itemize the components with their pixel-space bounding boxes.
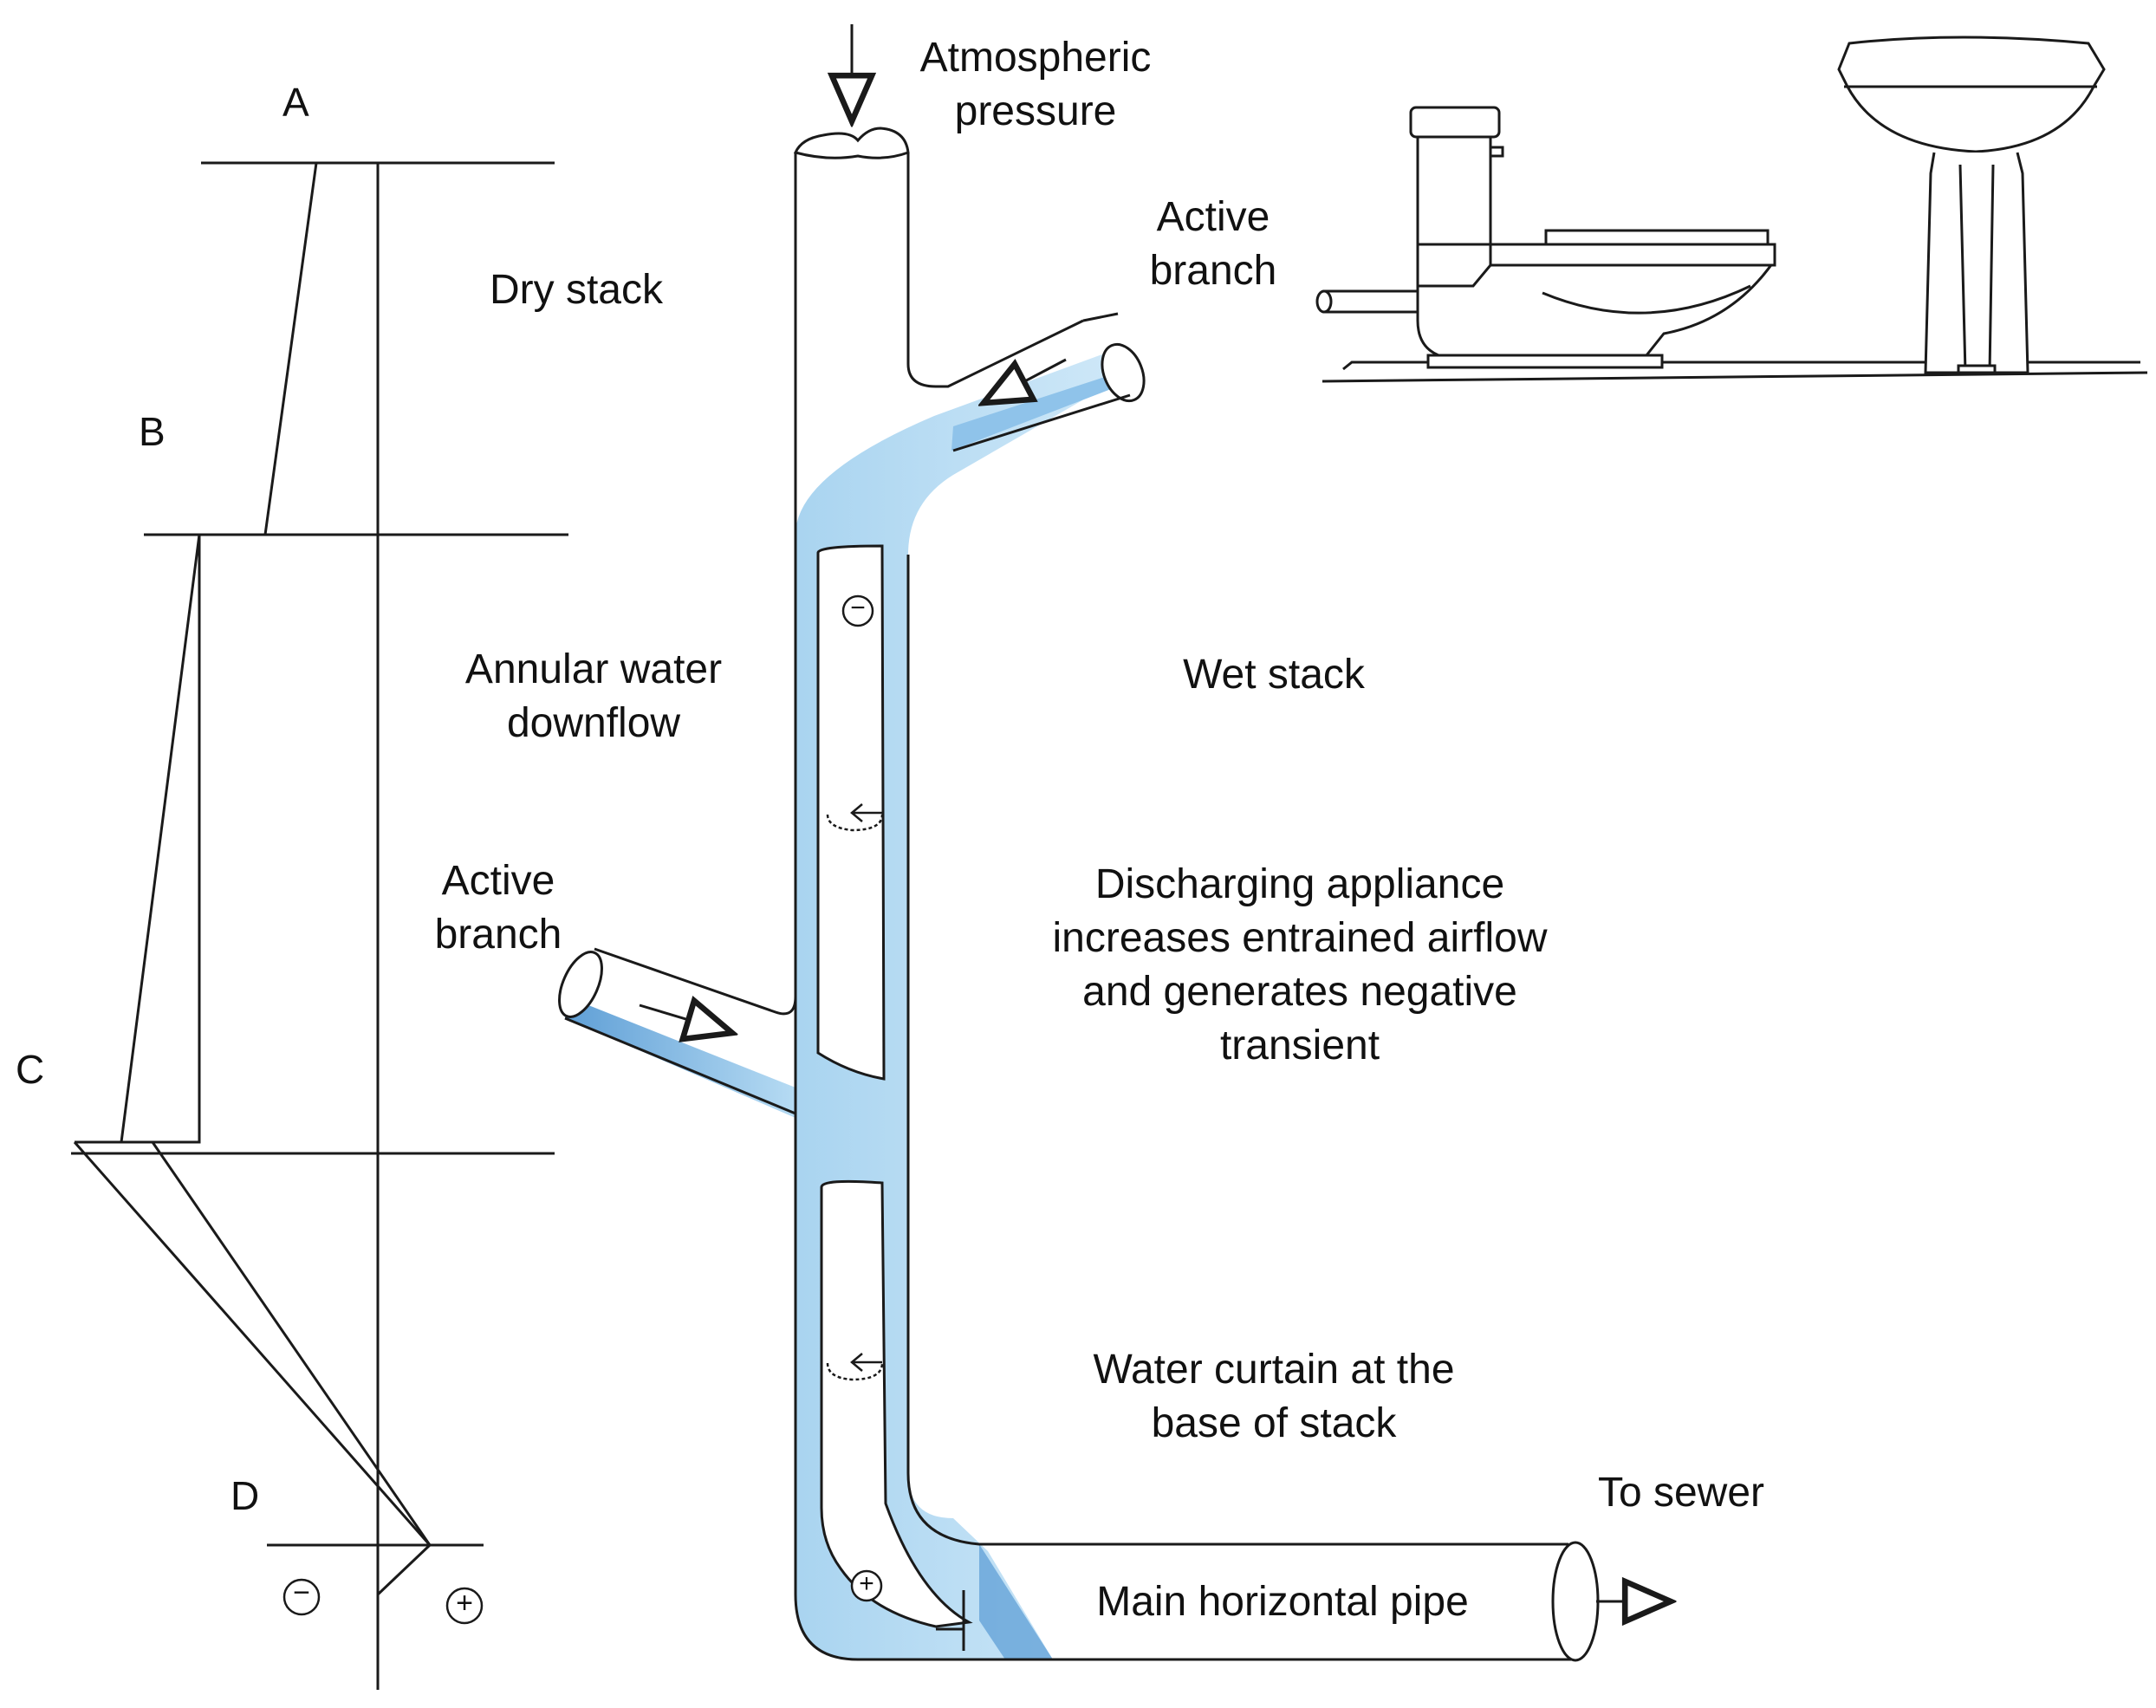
profile-outer-base — [73, 1141, 432, 1546]
dry-stack-label: Dry stack — [489, 267, 663, 313]
top-branch-flow-arrow — [984, 358, 1067, 403]
main-horizontal-pipe-label: Main horizontal pipe — [1096, 1579, 1469, 1625]
floor-line — [1322, 371, 2148, 383]
profile-inner — [153, 535, 201, 1144]
top-branch-upper-wall — [1082, 312, 1119, 322]
water-curtain-weir — [936, 1590, 965, 1651]
pressure-axis-positive-label: + — [456, 1587, 473, 1620]
air-swirl-icon-lower-arrow — [850, 1353, 882, 1372]
zone-letter-b: B — [139, 409, 166, 454]
side-branch-lower-wall — [564, 1016, 796, 1115]
stack-water — [565, 352, 1127, 1659]
air-swirl-icon-upper-arrow — [850, 803, 882, 822]
to-sewer-label: To sewer — [1597, 1470, 1765, 1516]
washbasin-icon — [1837, 36, 2106, 374]
pressure-axis-negative-label: − — [293, 1576, 310, 1609]
profile-outer — [75, 534, 201, 1144]
water-base-dark — [979, 1544, 1053, 1659]
active-branch-top-label: Active branch — [1149, 194, 1277, 294]
discharging-appliance-label: Discharging appliance increases entraine… — [1052, 861, 1548, 1068]
side-branch-mouth — [558, 951, 603, 1018]
horizontal-pipe-mouth — [1551, 1541, 1600, 1662]
stack-left-wall — [794, 535, 1053, 1661]
positive-symbol-circle — [445, 1587, 484, 1625]
stack-positive-marker-circle — [850, 1569, 883, 1602]
zone-letter-a: A — [282, 80, 309, 125]
negative-symbol-circle — [282, 1578, 321, 1616]
profile-inner-base — [151, 1141, 432, 1546]
vent-pipe-right-wall — [906, 153, 1084, 388]
side-branch-flow-arrow — [639, 1005, 732, 1033]
water-branch-side — [565, 997, 796, 1118]
atmospheric-pressure-label: Atmospheric pressure — [919, 35, 1152, 134]
stack-right-wall — [906, 555, 1568, 1546]
top-branch-mouth — [1101, 342, 1146, 403]
profile-dry-stack — [263, 161, 380, 536]
wet-stack-label: Wet stack — [1183, 652, 1365, 698]
air-swirl-icon-lower — [826, 1362, 884, 1381]
toilet-icon — [1315, 106, 2148, 383]
vent-pipe-mouth — [793, 127, 910, 159]
stack-outline — [558, 127, 1600, 1662]
flow-arrows — [639, 24, 1671, 1601]
air-swirl-icon-upper — [826, 814, 884, 832]
side-branch-upper-wall — [594, 947, 797, 1016]
active-branch-side-label: Active branch — [434, 858, 562, 958]
zone-letter-c: C — [16, 1047, 45, 1092]
pressure-profile — [71, 161, 568, 1690]
air-swirl-icons — [826, 803, 884, 1381]
annular-water-downflow-label: Annular water downflow — [464, 646, 723, 746]
stack-positive-marker: + — [859, 1569, 874, 1598]
zone-letter-d: D — [231, 1473, 260, 1518]
top-branch-lower-wall — [952, 393, 1131, 452]
water-curtain-label: Water curtain at the base of stack — [1093, 1347, 1455, 1446]
water-branch-top — [951, 373, 1127, 451]
stack-negative-marker: − — [850, 594, 866, 622]
profile-positive-peak — [376, 1543, 432, 1596]
stack-negative-marker-circle — [841, 594, 874, 627]
air-core-lower — [820, 1179, 973, 1628]
